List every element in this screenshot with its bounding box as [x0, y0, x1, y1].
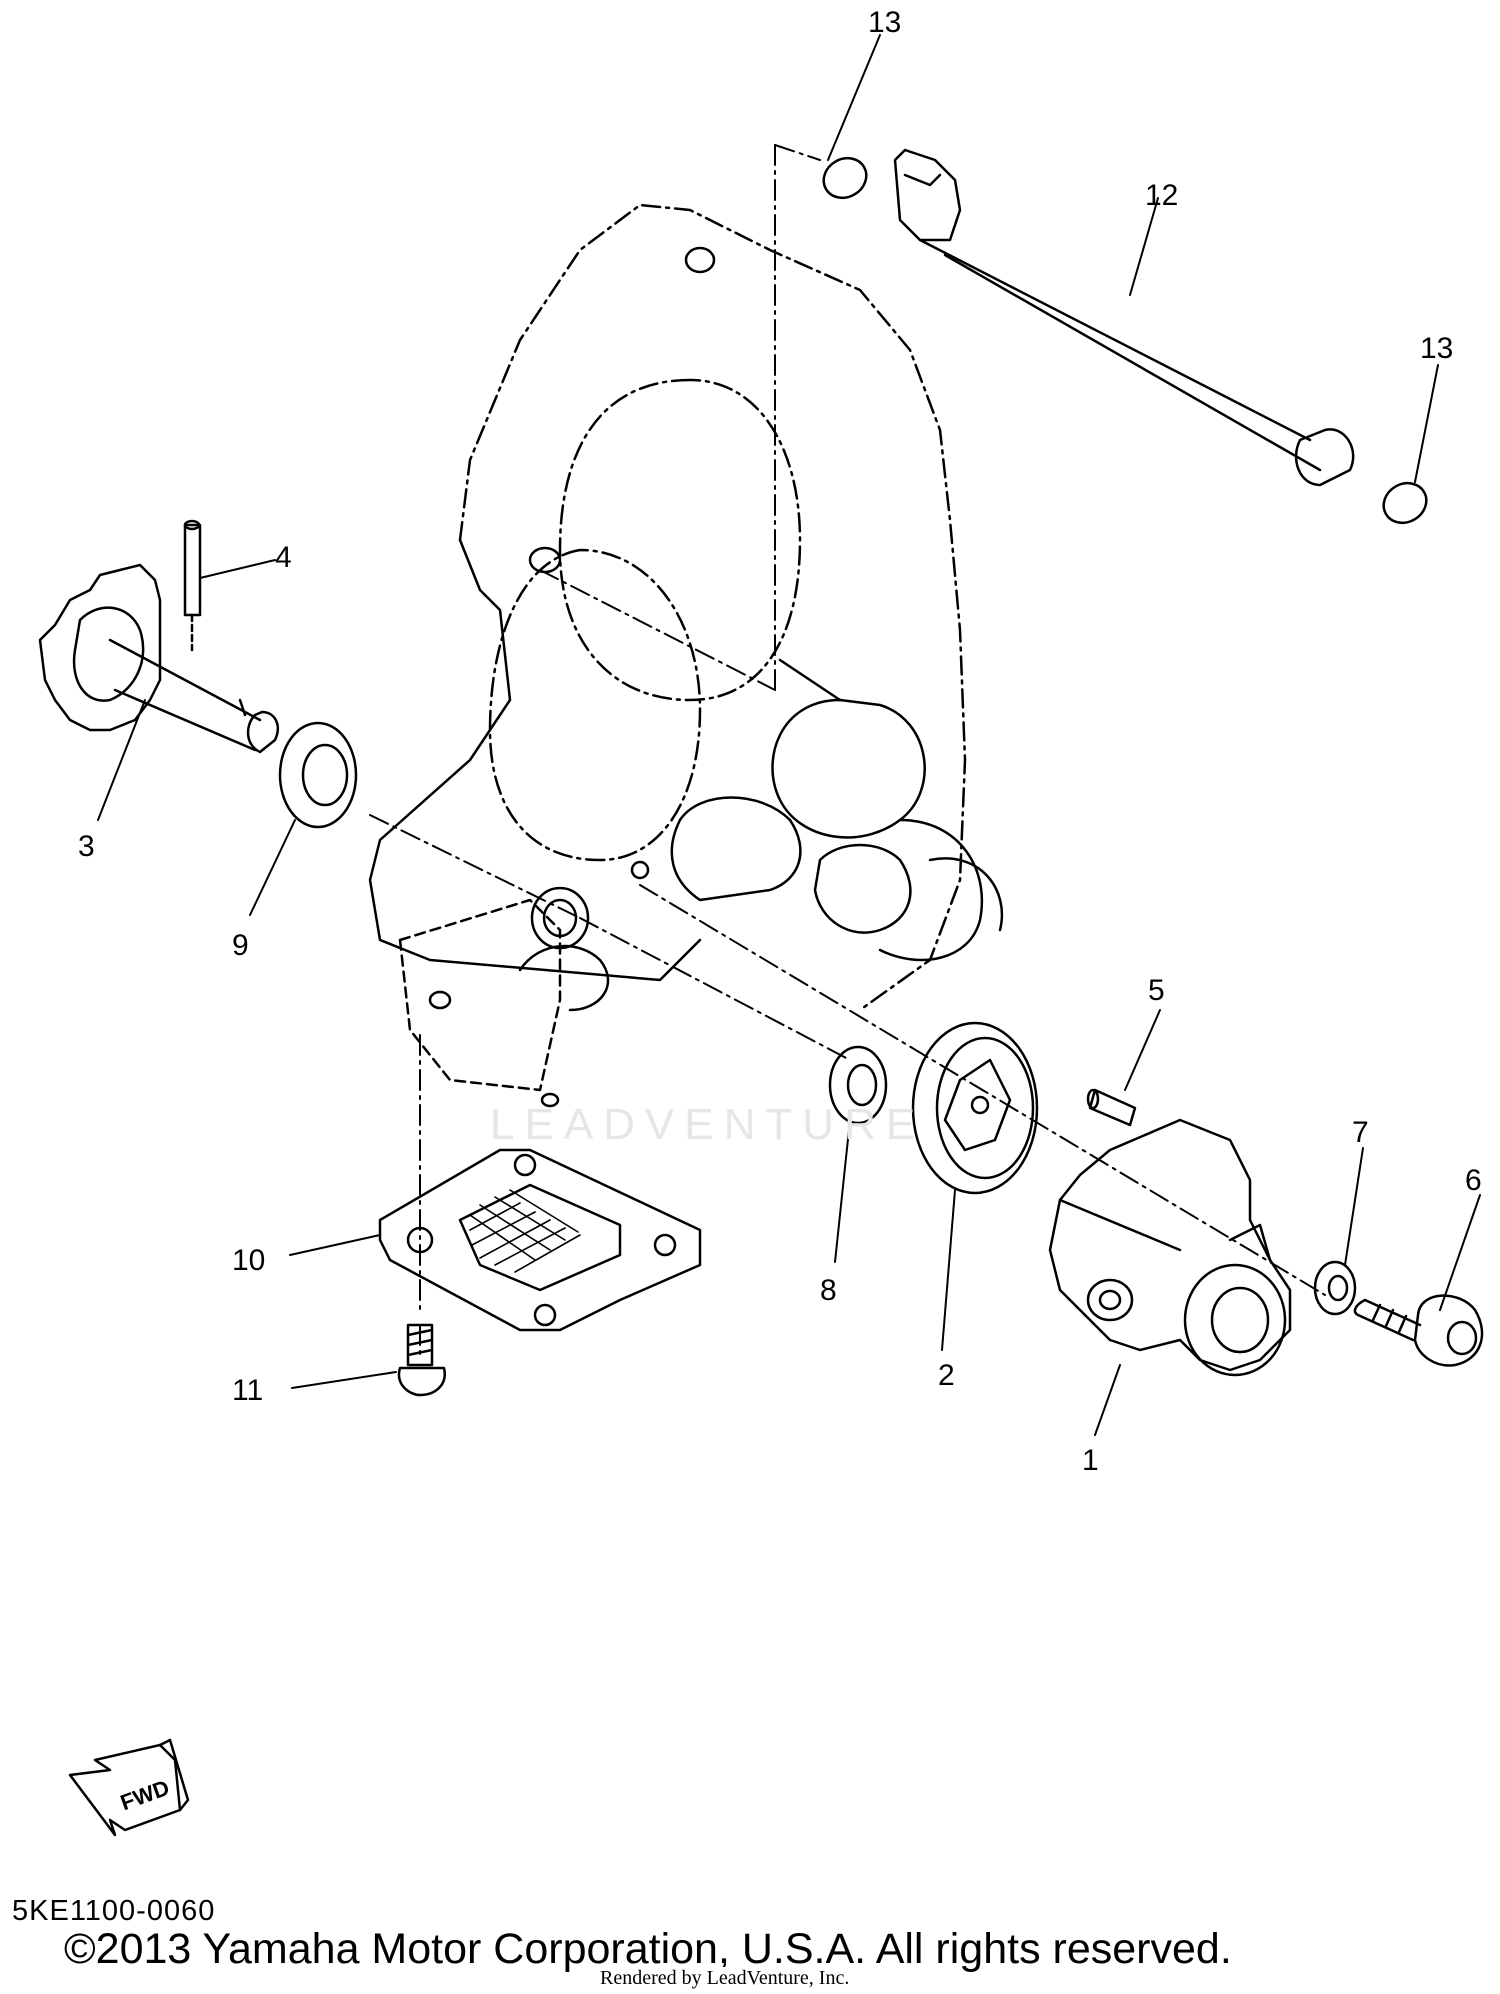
callout-2: 2: [938, 1359, 955, 1392]
bolt-6: [1353, 1294, 1484, 1367]
fwd-arrow-text: FWD: [117, 1775, 173, 1816]
o-ring-lower: [1382, 481, 1428, 525]
dowel-pin-5: [1086, 1088, 1137, 1127]
fwd-arrow-icon: [68, 1738, 190, 1837]
oil-pipe: [893, 148, 1355, 487]
pump-rotor: [911, 1021, 1039, 1195]
dowel-pin-4: [183, 519, 202, 652]
pump-housing: [1048, 1118, 1292, 1377]
callout-13-upper: 13: [868, 6, 901, 39]
callout-10: 10: [232, 1244, 265, 1277]
callout-9: 9: [232, 929, 249, 962]
o-ring-upper: [822, 156, 868, 200]
crankcase-outline: [458, 203, 967, 1012]
gasket-recess: [398, 898, 562, 1092]
washer-7: [1313, 1260, 1357, 1316]
callout-3: 3: [78, 830, 95, 863]
rendered-by-notice: Rendered by LeadVenture, Inc.: [600, 1967, 850, 1990]
callout-8: 8: [820, 1274, 837, 1307]
washer-9: [278, 721, 358, 829]
callout-12: 12: [1145, 179, 1178, 212]
callout-6: 6: [1465, 1164, 1482, 1197]
pump-drive-gear: [38, 563, 279, 754]
watermark: LEADVENTURE: [490, 1100, 926, 1149]
case-hole: [530, 886, 590, 950]
callout-4: 4: [275, 541, 292, 574]
assembly-centerlines: [369, 144, 1326, 1356]
diagram-code: 5KE1100-0060: [12, 1895, 216, 1927]
callout-5: 5: [1148, 974, 1165, 1007]
crankcase-body: [368, 246, 1004, 1108]
leader-lines: [97, 34, 1481, 1436]
callout-13-lower: 13: [1420, 332, 1453, 365]
copyright-notice: ©2013 Yamaha Motor Corporation, U.S.A. A…: [64, 1925, 1232, 1973]
callout-1: 1: [1082, 1444, 1099, 1477]
screw-11: [397, 1323, 446, 1397]
callout-11: 11: [232, 1374, 263, 1407]
washer-8: [828, 1045, 888, 1125]
callout-7: 7: [1352, 1116, 1369, 1149]
strainer-mesh: [469, 1189, 581, 1273]
strainer-gasket: [378, 1148, 702, 1332]
